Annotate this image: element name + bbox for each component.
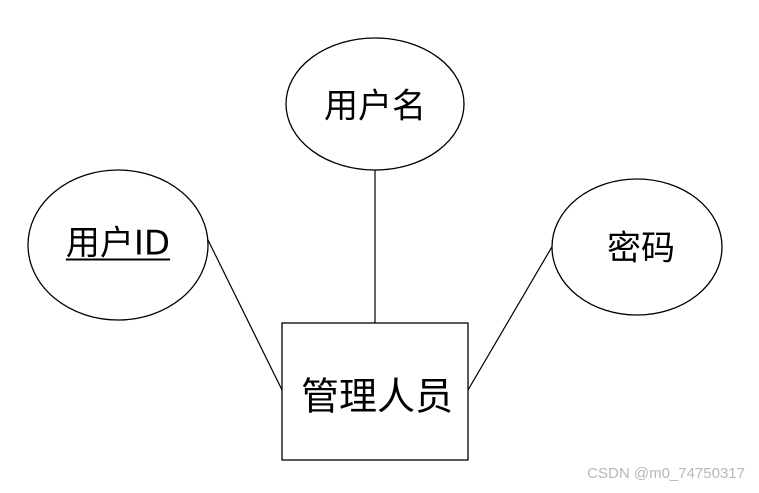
entity-label: 管理人员	[300, 374, 454, 419]
attribute-username-label: 用户名	[324, 86, 426, 127]
attribute-username-ellipse	[285, 37, 465, 171]
attribute-userid-ellipse	[27, 169, 209, 321]
connector-userid	[207, 239, 284, 393]
attribute-userid-label: 用户ID	[65, 223, 171, 264]
attribute-password-ellipse	[551, 178, 723, 316]
connector-password	[467, 244, 554, 391]
entity-rect	[281, 322, 469, 461]
watermark: CSDN @m0_74750317	[587, 465, 745, 482]
attribute-password-label: 密码	[607, 228, 675, 269]
